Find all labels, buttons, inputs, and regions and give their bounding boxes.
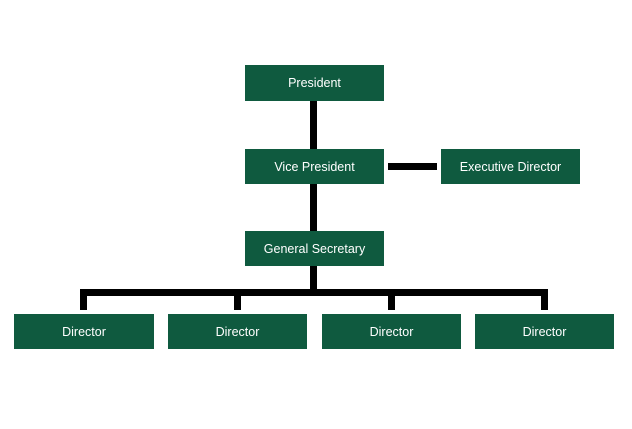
node-label: Executive Director [459, 159, 562, 174]
node-general-secretary: General Secretary [245, 231, 384, 266]
node-director-4: Director [475, 314, 614, 349]
connector-vice-president-executive-director [388, 163, 437, 170]
node-label: President [288, 76, 341, 90]
node-president: President [245, 65, 384, 101]
node-executive-director: Executive Director [441, 149, 580, 184]
node-director-1: Director [14, 314, 154, 349]
node-vice-president: Vice President [245, 149, 384, 184]
node-label: Director [62, 324, 106, 339]
node-label: Director [522, 324, 567, 339]
node-label: Vice President [274, 159, 355, 174]
connector-vice-president-general-secretary [310, 184, 317, 231]
connector-president-vice-president [310, 101, 317, 149]
connector-director-bus [80, 289, 548, 296]
connector-general-secretary-bus [310, 266, 317, 290]
node-label: General Secretary [263, 241, 366, 256]
node-label: Director [369, 324, 414, 339]
node-director-2: Director [168, 314, 307, 349]
connector-director-3 [388, 289, 395, 310]
node-director-3: Director [322, 314, 461, 349]
connector-director-1 [80, 289, 87, 310]
connector-director-2 [234, 289, 241, 310]
node-label: Director [215, 324, 260, 339]
connector-director-4 [541, 289, 548, 310]
